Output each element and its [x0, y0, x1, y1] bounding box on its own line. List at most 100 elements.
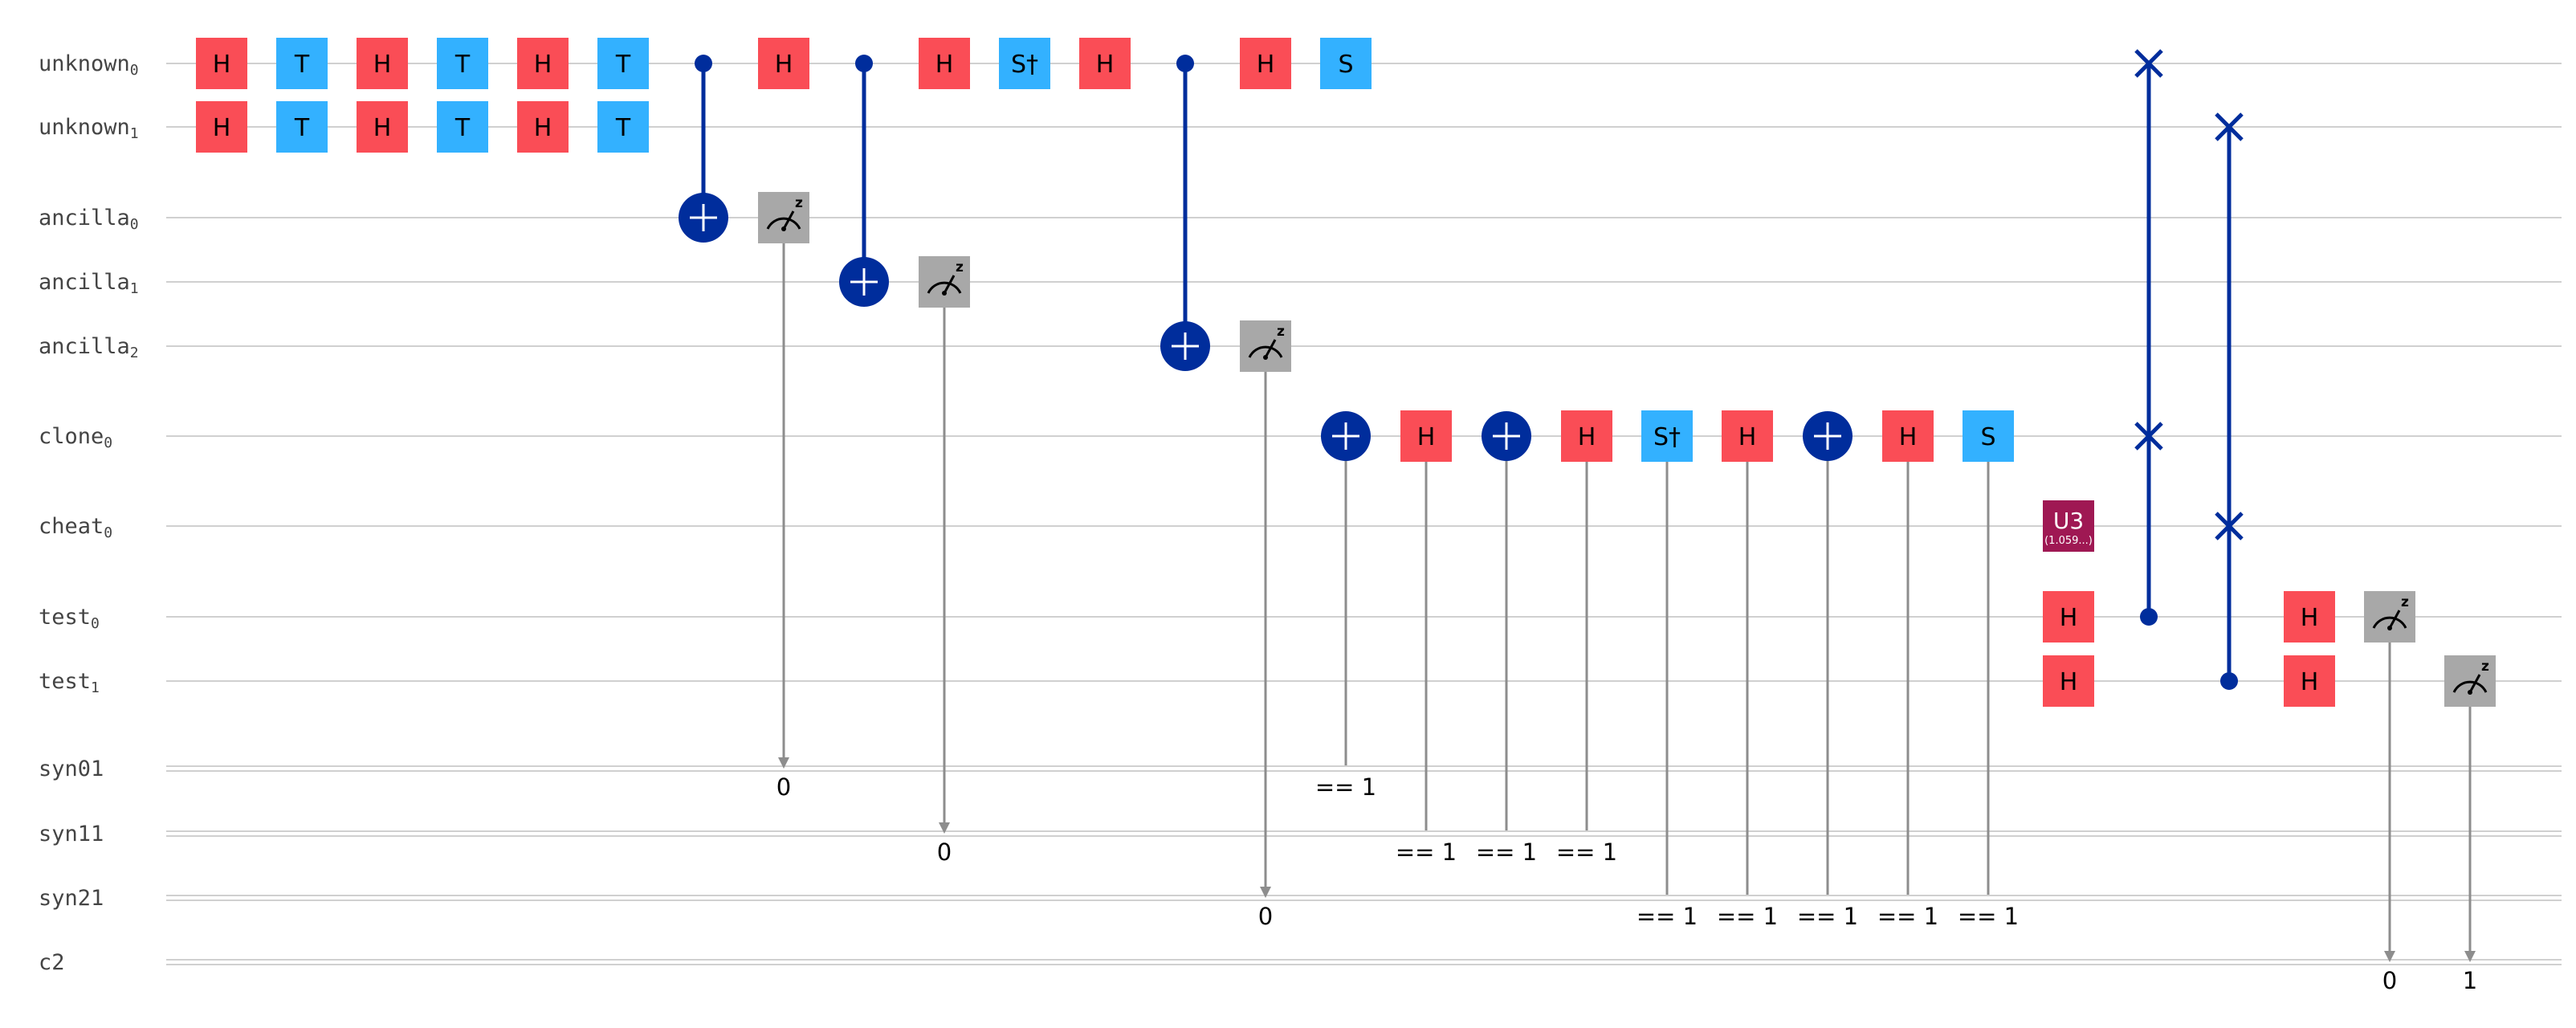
- wire-label-name: c2: [39, 950, 65, 975]
- wire-label-name: syn21: [39, 886, 104, 911]
- gate-label: H: [2301, 604, 2319, 632]
- phase-gate: [437, 101, 488, 153]
- hadamard-gate: [1079, 38, 1131, 89]
- phase-gate: [276, 101, 328, 153]
- condition-label: == 1: [1877, 903, 1938, 930]
- hadamard-gate: [196, 38, 247, 89]
- hadamard-gate: [758, 38, 809, 89]
- wire-label: test1: [39, 669, 100, 696]
- gate-label: S†: [1653, 423, 1681, 451]
- gate-label: H: [1578, 423, 1596, 451]
- wire-label: syn21: [39, 886, 104, 911]
- wire-label: cheat0: [39, 514, 112, 541]
- meter-icon: [2372, 616, 2407, 629]
- swap-cross-icon: [2134, 49, 2163, 78]
- wire-label-name: syn01: [39, 757, 104, 781]
- hadamard-gate: [1400, 410, 1452, 462]
- wire-label-name: unknown: [39, 115, 130, 140]
- gate-label: H: [1899, 423, 1918, 451]
- meter-needle: [2468, 674, 2481, 693]
- swap-cross-icon: [2215, 512, 2244, 541]
- hadamard-gate: [196, 101, 247, 153]
- wire-label: clone0: [39, 424, 112, 451]
- gate-label: T: [615, 51, 631, 79]
- meter-icon: [2452, 680, 2488, 693]
- wire-label: ancilla2: [39, 334, 139, 361]
- control-dot-icon: [855, 55, 873, 72]
- control-dot-icon: [2220, 672, 2238, 690]
- wire-label-index: 0: [130, 216, 139, 233]
- u3-gate-label: U3: [2053, 508, 2084, 534]
- condition-label: == 1: [1556, 838, 1617, 866]
- gate-label: H: [373, 114, 392, 142]
- wire-label: syn11: [39, 822, 104, 846]
- wire-label-name: test: [39, 605, 91, 630]
- gate-label: H: [2060, 668, 2078, 696]
- wire-label-index: 2: [130, 345, 139, 361]
- phase-gate: [1320, 38, 1372, 89]
- meter-pivot: [942, 291, 947, 296]
- meter-pivot: [781, 226, 786, 231]
- condition-label: == 1: [1636, 903, 1698, 930]
- hadamard-gate: [517, 38, 569, 89]
- wire-label-name: test: [39, 669, 91, 694]
- gate-label: H: [1738, 423, 1757, 451]
- hadamard-gate: [357, 101, 408, 153]
- gate-label: H: [373, 51, 392, 79]
- wire-label-index: 1: [130, 280, 139, 297]
- condition-label: == 1: [1797, 903, 1858, 930]
- hadamard-gate: [2284, 655, 2335, 707]
- meter-basis-icon: z: [1277, 324, 1285, 340]
- condition-label: == 1: [1958, 903, 2019, 930]
- condition-label: == 1: [1717, 903, 1778, 930]
- hadamard-gate: [1240, 38, 1291, 89]
- wire-label: test0: [39, 605, 100, 632]
- classical-bit-index: 1: [2463, 967, 2477, 994]
- wire-label-name: clone: [39, 424, 104, 449]
- hadamard-gate: [1882, 410, 1934, 462]
- gate-label: S†: [1011, 51, 1038, 79]
- control-dot-icon: [2140, 608, 2158, 626]
- gate-label: H: [213, 114, 231, 142]
- arrow-head-icon: [939, 822, 950, 834]
- gate-label: H: [775, 51, 793, 79]
- gate-label: H: [2060, 604, 2078, 632]
- meter-needle: [943, 275, 956, 294]
- hadamard-gate: [919, 38, 970, 89]
- meter-icon: [766, 217, 801, 230]
- wires: [166, 63, 2562, 965]
- hadamard-gate: [2284, 591, 2335, 642]
- meter-needle: [2388, 610, 2401, 629]
- gate-label: S: [1338, 51, 1353, 79]
- gate-label: H: [534, 51, 552, 79]
- gate-label: H: [935, 51, 954, 79]
- phase-gate: [999, 38, 1050, 89]
- wire-label-index: 0: [91, 615, 100, 632]
- wire-labels: unknown0unknown1ancilla0ancilla1ancilla2…: [39, 51, 139, 975]
- wire-label-index: 1: [130, 125, 139, 142]
- classical-bit-index: 0: [776, 773, 791, 801]
- u3-gate-param: (1.059...): [2044, 535, 2093, 547]
- condition-label: == 1: [1476, 838, 1537, 866]
- arrow-head-icon: [2384, 951, 2395, 962]
- meter-basis-icon: z: [956, 259, 964, 275]
- meter-pivot: [2387, 626, 2392, 630]
- hadamard-gate: [357, 38, 408, 89]
- condition-label: == 1: [1396, 838, 1457, 866]
- gate-label: T: [294, 114, 310, 142]
- hadamard-gate: [2043, 591, 2094, 642]
- hadamard-gate: [2043, 655, 2094, 707]
- gate-label: H: [213, 51, 231, 79]
- wire-label-name: cheat: [39, 514, 104, 539]
- phase-gate: [597, 101, 649, 153]
- swap-cross-icon: [2215, 112, 2244, 141]
- connectors: [701, 63, 2476, 962]
- gate-label: H: [534, 114, 552, 142]
- meter-pivot: [2468, 690, 2472, 695]
- meter-needle: [782, 210, 795, 230]
- gate-label: T: [294, 51, 310, 79]
- wire-label-name: ancilla: [39, 270, 130, 295]
- wire-label-index: 0: [130, 62, 139, 79]
